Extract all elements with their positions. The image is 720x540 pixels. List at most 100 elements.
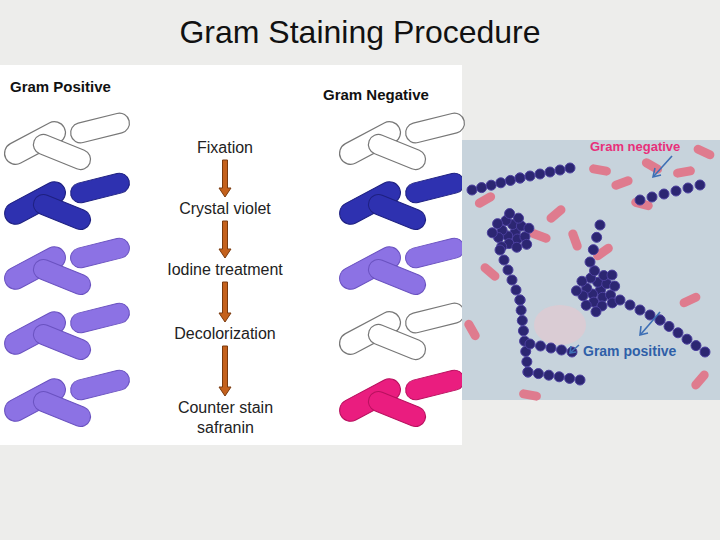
gram-positive-coccus	[536, 341, 546, 351]
gram-positive-coccus	[518, 326, 528, 336]
gram-positive-coccus	[683, 183, 693, 193]
gram-positive-coccus	[523, 367, 533, 377]
gram-negative-rod	[567, 228, 583, 252]
flow-arrow	[219, 160, 231, 197]
gram-positive-coccus	[691, 341, 701, 351]
gram-negative-rod	[473, 191, 497, 210]
gram-positive-coccus	[682, 334, 692, 344]
gram-positive-coccus	[493, 219, 503, 229]
gram-positive-coccus	[522, 239, 532, 249]
step-box: Decolorization	[160, 324, 290, 344]
gram-positive-coccus	[515, 295, 525, 305]
gram-positive-coccus	[615, 295, 625, 305]
diagram-title: Gram Staining Procedure	[0, 14, 720, 51]
gram-positive-coccus	[591, 307, 601, 317]
gram-positive-coccus	[525, 171, 535, 181]
step-box: Crystal violet	[160, 199, 290, 219]
micrograph	[462, 140, 720, 400]
gram-negative-rod	[588, 164, 611, 177]
step-box: Iodine treatment	[150, 260, 300, 280]
micrograph-cells	[463, 143, 716, 401]
rods-iodine-neg	[336, 236, 467, 297]
gram-negative-rod	[678, 291, 702, 308]
gram-positive-coccus	[544, 370, 554, 380]
gram-positive-coccus	[607, 270, 617, 280]
text-label: Gram positive	[583, 343, 676, 359]
rods-safranin	[1, 368, 132, 429]
gram-positive-coccus	[486, 180, 496, 190]
gram-positive-coccus	[585, 257, 595, 267]
flow-arrow	[219, 282, 231, 322]
flow-arrow	[219, 221, 231, 258]
gram-positive-coccus	[581, 300, 591, 310]
gram-positive-coccus	[515, 173, 525, 183]
gram-positive-coccus	[557, 345, 567, 355]
step-text: Fixation	[160, 138, 290, 158]
gram-negative-rod	[672, 166, 695, 179]
gram-negative-rod	[518, 389, 541, 402]
gram-negative-rod	[479, 261, 502, 282]
flow-arrow	[219, 346, 231, 396]
gram-positive-coccus	[592, 232, 602, 242]
gram-positive-coccus	[565, 163, 575, 173]
step-text: Decolorization	[160, 324, 290, 344]
gram-positive-coccus	[524, 223, 534, 233]
gram-positive-coccus	[659, 189, 669, 199]
gram-negative-rod	[692, 143, 716, 160]
step-box: Counter stain safranin	[168, 398, 283, 438]
gram-positive-coccus	[610, 281, 620, 291]
text-label: Gram Negative	[323, 86, 429, 103]
gram-positive-coccus	[503, 265, 513, 275]
gram-positive-coccus	[487, 228, 497, 238]
gram-negative-rod	[610, 175, 634, 191]
gram-positive-coccus	[565, 373, 575, 383]
gram-positive-coccus	[523, 367, 533, 377]
rods-iodine	[1, 236, 132, 297]
gram-positive-coccus	[507, 275, 517, 285]
gram-positive-coccus	[545, 167, 555, 177]
gram-positive-coccus	[515, 295, 525, 305]
gram-positive-coccus	[499, 255, 509, 265]
rods-crystal-neg	[336, 171, 467, 232]
gram-positive-coccus	[546, 343, 556, 353]
gram-positive-coccus	[512, 242, 522, 252]
step-text: Iodine treatment	[150, 260, 300, 280]
gram-positive-coccus	[695, 180, 705, 190]
gram-positive-coccus	[647, 192, 657, 202]
rods-safranin-neg	[336, 368, 467, 429]
gram-positive-coccus	[522, 357, 532, 367]
step-text: Crystal violet	[160, 199, 290, 219]
gram-positive-coccus	[555, 165, 565, 175]
gram-positive-coccus	[511, 285, 521, 295]
gram-positive-coccus	[517, 316, 527, 326]
gram-negative-rod	[545, 203, 568, 224]
step-text: Counter stain safranin	[168, 398, 283, 438]
gram-positive-coccus	[554, 372, 564, 382]
gram-positive-coccus	[625, 300, 635, 310]
micrograph-glare	[534, 305, 586, 345]
gram-positive-coccus	[635, 195, 645, 205]
gram-positive-coccus	[515, 173, 525, 183]
gram-positive-coccus	[673, 328, 683, 338]
gram-positive-coccus	[575, 375, 585, 385]
rods-decolor	[1, 301, 132, 362]
gram-positive-coccus	[496, 178, 506, 188]
gram-positive-coccus	[671, 186, 681, 196]
rods-decolor-neg	[336, 301, 467, 362]
gram-positive-coccus	[635, 305, 645, 315]
text-label: Gram negative	[590, 139, 680, 154]
step-box: Fixation	[160, 138, 290, 158]
gram-positive-coccus	[525, 339, 535, 349]
gram-positive-coccus	[477, 183, 487, 193]
gram-positive-coccus	[595, 220, 605, 230]
gram-negative-rod	[640, 157, 664, 176]
gram-positive-coccus	[535, 169, 545, 179]
gram-negative-rod	[689, 369, 710, 392]
gram-positive-coccus	[588, 245, 598, 255]
text-label: Gram Positive	[10, 78, 111, 95]
leader-arrows	[570, 156, 672, 353]
gram-positive-coccus	[467, 185, 477, 195]
rods-crystal	[1, 171, 132, 232]
gram-positive-coccus	[505, 209, 515, 219]
gram-positive-coccus	[533, 369, 543, 379]
